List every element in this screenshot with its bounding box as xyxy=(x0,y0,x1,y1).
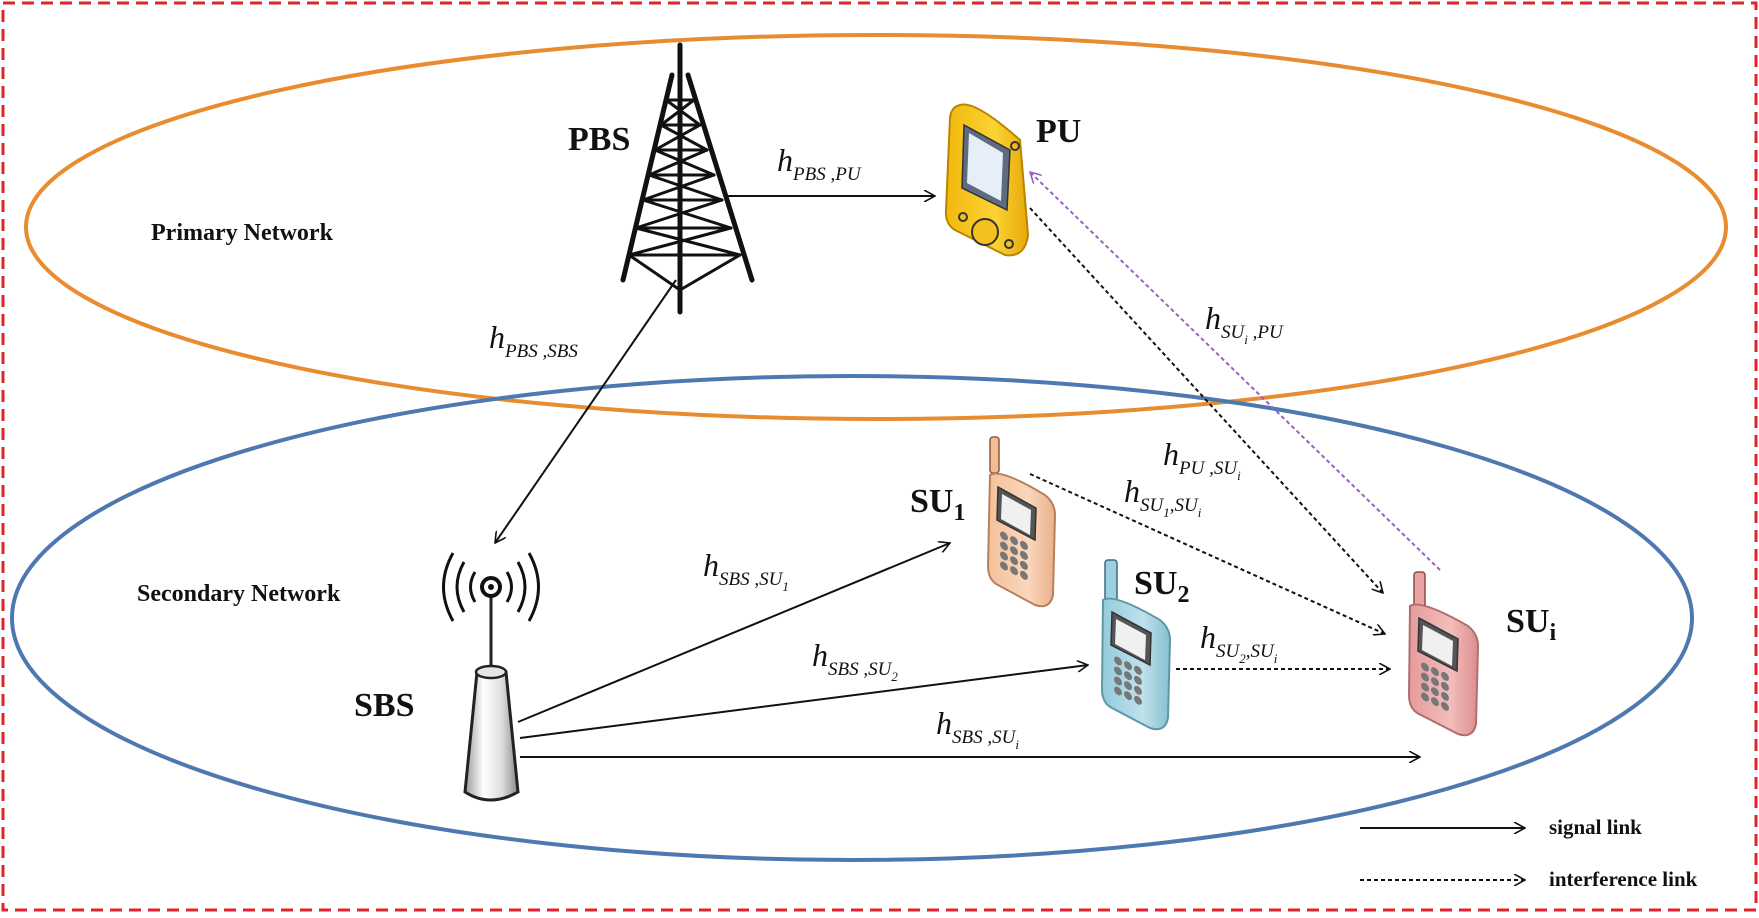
label-h-pbs-sbs: hPBS ,SBS xyxy=(489,319,578,362)
label-h-sui-pu: hSUi ,PU xyxy=(1205,300,1284,347)
primary-network-label: Primary Network xyxy=(151,220,334,246)
interference-sui-pu xyxy=(1030,172,1441,571)
legend-signal-label: signal link xyxy=(1549,815,1642,839)
su1-label: SU1 xyxy=(910,483,965,526)
link-sbs-su2 xyxy=(519,665,1088,739)
su2-label: SU2 xyxy=(1134,565,1189,608)
label-h-su2-sui: hSU2,SUi xyxy=(1200,619,1278,666)
legend-interference-label: interference link xyxy=(1549,867,1698,891)
label-h-sbs-su1: hSBS ,SU1 xyxy=(703,547,789,594)
label-h-sbs-sui: hSBS ,SUi xyxy=(936,705,1019,752)
sbs-label: SBS xyxy=(354,687,415,724)
primary-network-ellipse xyxy=(24,33,1728,421)
su1-device-icon xyxy=(986,436,1057,608)
pbs-label: PBS xyxy=(568,121,630,158)
link-sbs-su1 xyxy=(517,543,950,723)
legend: signal link interference link xyxy=(1360,815,1698,891)
interference-su1-sui xyxy=(1029,473,1385,634)
secondary-network-label: Secondary Network xyxy=(137,581,341,607)
sui-label: SUi xyxy=(1506,603,1556,646)
pu-device-icon xyxy=(944,103,1030,257)
pu-label: PU xyxy=(1036,113,1081,150)
sbs-antenna-icon xyxy=(442,552,540,802)
label-h-pu-sui: hPU ,SUi xyxy=(1163,436,1241,483)
sui-device-icon xyxy=(1407,571,1480,737)
su2-device-icon xyxy=(1100,559,1172,731)
link-pbs-sbs xyxy=(495,279,677,543)
label-h-sbs-su2: hSBS ,SU2 xyxy=(812,637,898,684)
label-h-pbs-pu: hPBS ,PU xyxy=(777,142,862,185)
pbs-tower-icon xyxy=(620,42,755,315)
secondary-network-ellipse xyxy=(10,374,1694,862)
interference-pu-sui xyxy=(1029,207,1383,593)
label-h-su1-sui: hSU1,SUi xyxy=(1124,473,1202,520)
